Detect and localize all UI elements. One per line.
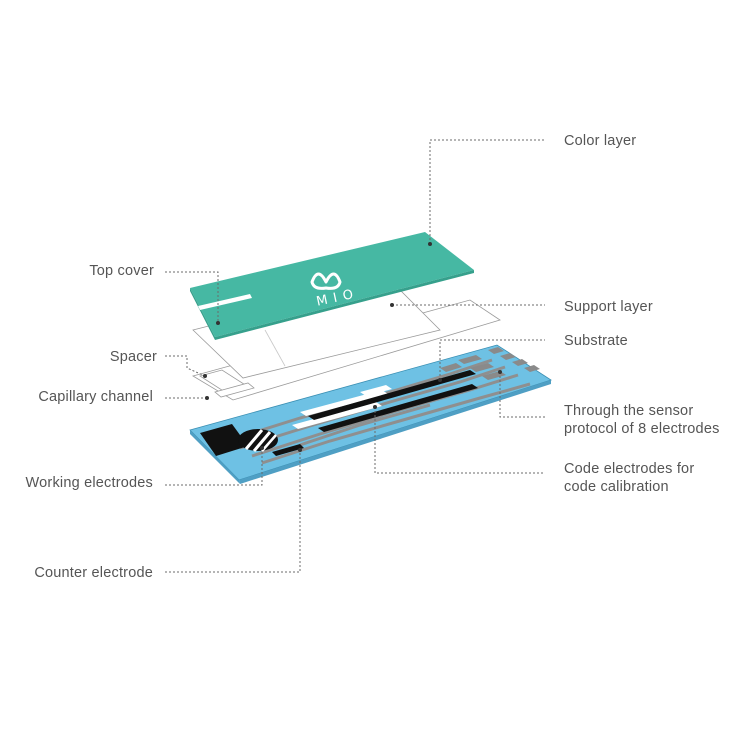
label-capillary-channel: Capillary channel: [38, 389, 153, 405]
label-through-sensor-line2: protocol of 8 electrodes: [564, 421, 720, 437]
counter-electrode: [272, 444, 304, 456]
contact-pads: [440, 347, 540, 380]
label-code-electrodes-line1: Code electrodes for: [564, 461, 695, 477]
label-substrate: Substrate: [564, 333, 628, 349]
black-electrodes: [200, 370, 478, 456]
working-electrodes-disc: [238, 429, 278, 452]
label-support-layer: Support layer: [564, 299, 653, 315]
label-spacer: Spacer: [109, 349, 157, 365]
code-electrodes: [292, 385, 392, 429]
leader-lines: [165, 139, 545, 573]
label-working-electrodes: Working electrodes: [25, 475, 153, 491]
label-code-electrodes: Code electrodes for code calibration: [564, 460, 694, 496]
label-color-layer: Color layer: [564, 133, 637, 149]
label-through-sensor: Through the sensor protocol of 8 electro…: [564, 402, 720, 438]
sample-notch: [198, 294, 252, 310]
substrate-layer: [189, 344, 552, 484]
label-through-sensor-line1: Through the sensor: [564, 403, 694, 419]
capillary-channel: [214, 382, 255, 398]
label-code-electrodes-line2: code calibration: [564, 479, 669, 495]
label-top-cover: Top cover: [89, 263, 154, 279]
label-counter-electrode: Counter electrode: [34, 565, 153, 581]
color-layer: MIO: [190, 232, 474, 340]
